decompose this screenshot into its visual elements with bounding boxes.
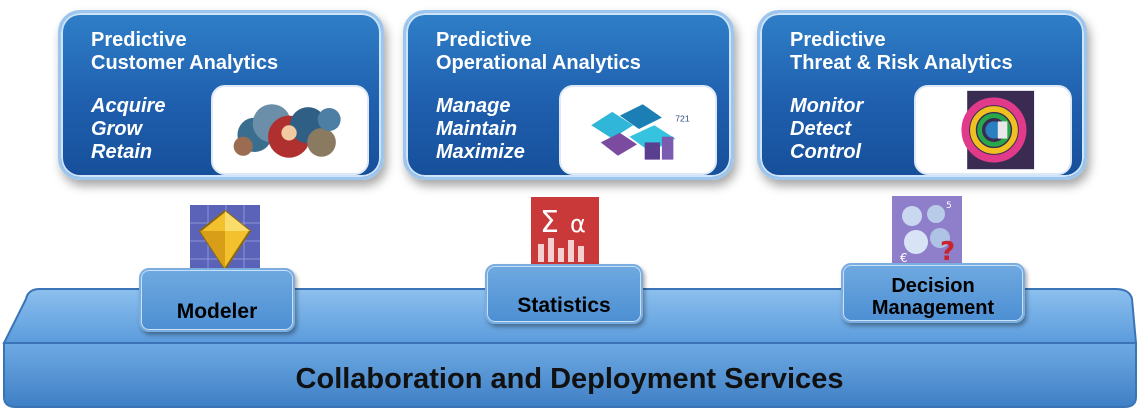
card-title: Predictive Operational Analytics (436, 29, 641, 75)
svg-text:5: 5 (946, 201, 952, 211)
verb-monitor: Monitor (790, 95, 864, 117)
modeler-gem-icon (190, 205, 260, 275)
verb-grow: Grow (91, 118, 143, 140)
verb-maintain: Maintain (436, 118, 518, 140)
svg-text:721: 721 (675, 113, 690, 123)
svg-text:?: ? (940, 237, 955, 266)
card-verbs: Manage Maintain Maximize (436, 95, 525, 164)
verb-maximize: Maximize (436, 141, 525, 163)
card-verbs: Monitor Detect Control (790, 95, 863, 164)
statistics-sigma-icon: Σ α (530, 196, 600, 266)
svg-text:€: € (900, 251, 908, 265)
card-title-line2: Threat & Risk Analytics (790, 52, 1013, 74)
verb-retain: Retain (91, 141, 153, 163)
svg-text:α: α (570, 210, 586, 238)
decision-spheres-icon: ? € 5 (892, 196, 962, 266)
customer-collage-icon (211, 85, 369, 175)
risk-collage-icon (914, 85, 1072, 175)
card-title: Predictive Threat & Risk Analytics (790, 29, 1013, 75)
product-label-modeler: Modeler (176, 300, 258, 323)
card-title-line2: Customer Analytics (91, 52, 279, 74)
product-tab-decision-management: Decision Management (841, 263, 1025, 323)
verb-control: Control (790, 141, 862, 163)
product-label-decision-line2: Management (871, 297, 995, 319)
verb-acquire: Acquire (91, 95, 166, 117)
svg-text:Σ: Σ (540, 205, 559, 240)
card-threat-risk-analytics: Predictive Threat & Risk Analytics Monit… (757, 10, 1087, 180)
product-label-statistics: Statistics (517, 294, 611, 317)
verb-detect: Detect (790, 118, 852, 140)
product-tab-modeler: Modeler (139, 268, 295, 332)
platform-title: Collaboration and Deployment Services (295, 363, 844, 395)
verb-manage: Manage (436, 95, 511, 117)
product-tab-statistics: Statistics (485, 264, 643, 324)
product-label-decision-line1: Decision (891, 275, 975, 297)
card-title-line1: Predictive (91, 29, 187, 51)
card-title-line1: Predictive (790, 29, 886, 51)
card-title-line2: Operational Analytics (436, 52, 641, 74)
operations-collage-icon: 721 (559, 85, 717, 175)
card-title-line1: Predictive (436, 29, 532, 51)
card-title: Predictive Customer Analytics (91, 29, 278, 75)
card-operational-analytics: Predictive Operational Analytics Manage … (403, 10, 734, 180)
card-customer-analytics: Predictive Customer Analytics Acquire Gr… (58, 10, 384, 180)
card-verbs: Acquire Grow Retain (91, 95, 165, 164)
